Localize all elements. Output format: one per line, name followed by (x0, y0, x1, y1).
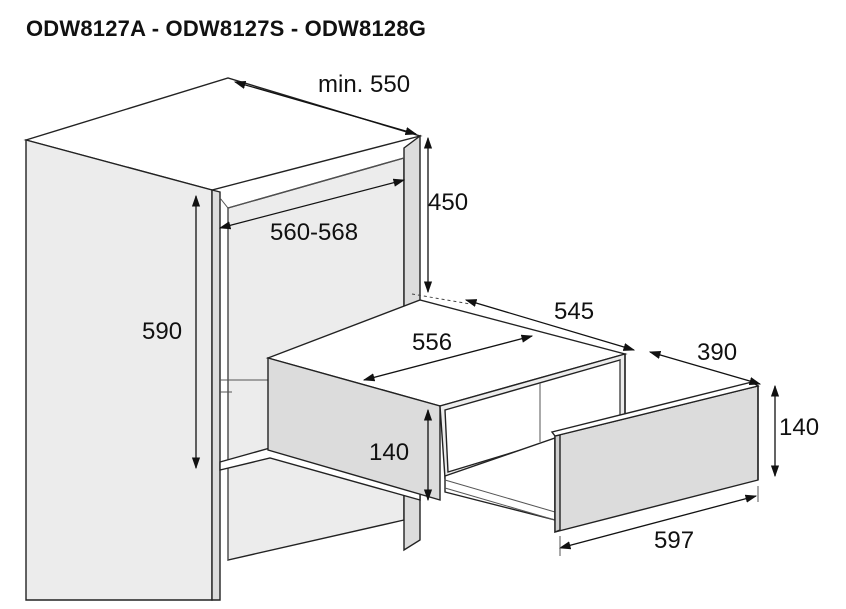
label-cabinet-depth: min. 550 (318, 71, 410, 98)
label-body-height: 140 (369, 439, 409, 466)
dimension-labels: min. 550 560-568 450 590 545 556 390 140… (142, 71, 819, 554)
dim-line-drawer-extension (648, 351, 762, 385)
dim-line-cabinet-depth (233, 80, 418, 136)
cabinet-left-edge (211, 189, 221, 601)
label-drawer-depth: 545 (554, 298, 594, 325)
label-drawer-extension: 390 (697, 339, 737, 366)
label-niche-width: 560-568 (270, 219, 358, 246)
dimension-lines (191, 80, 780, 556)
housing-front (267, 357, 441, 501)
label-drawer-width: 556 (412, 329, 452, 356)
page-title: ODW8127A - ODW8127S - ODW8128G (26, 16, 427, 41)
reference-line (411, 293, 471, 305)
dim-line-drawer-depth (464, 299, 636, 351)
dim-line-front-width (558, 494, 758, 550)
dim-line-drawer-width (362, 334, 534, 382)
label-front-height: 140 (779, 414, 819, 441)
label-upper-height: 450 (428, 189, 468, 216)
cabinet-left-panel (25, 139, 213, 601)
label-front-width: 597 (654, 527, 694, 554)
dim-line-niche-width (218, 178, 406, 230)
drawer-front-edge (554, 434, 561, 534)
label-niche-height: 590 (142, 318, 182, 345)
